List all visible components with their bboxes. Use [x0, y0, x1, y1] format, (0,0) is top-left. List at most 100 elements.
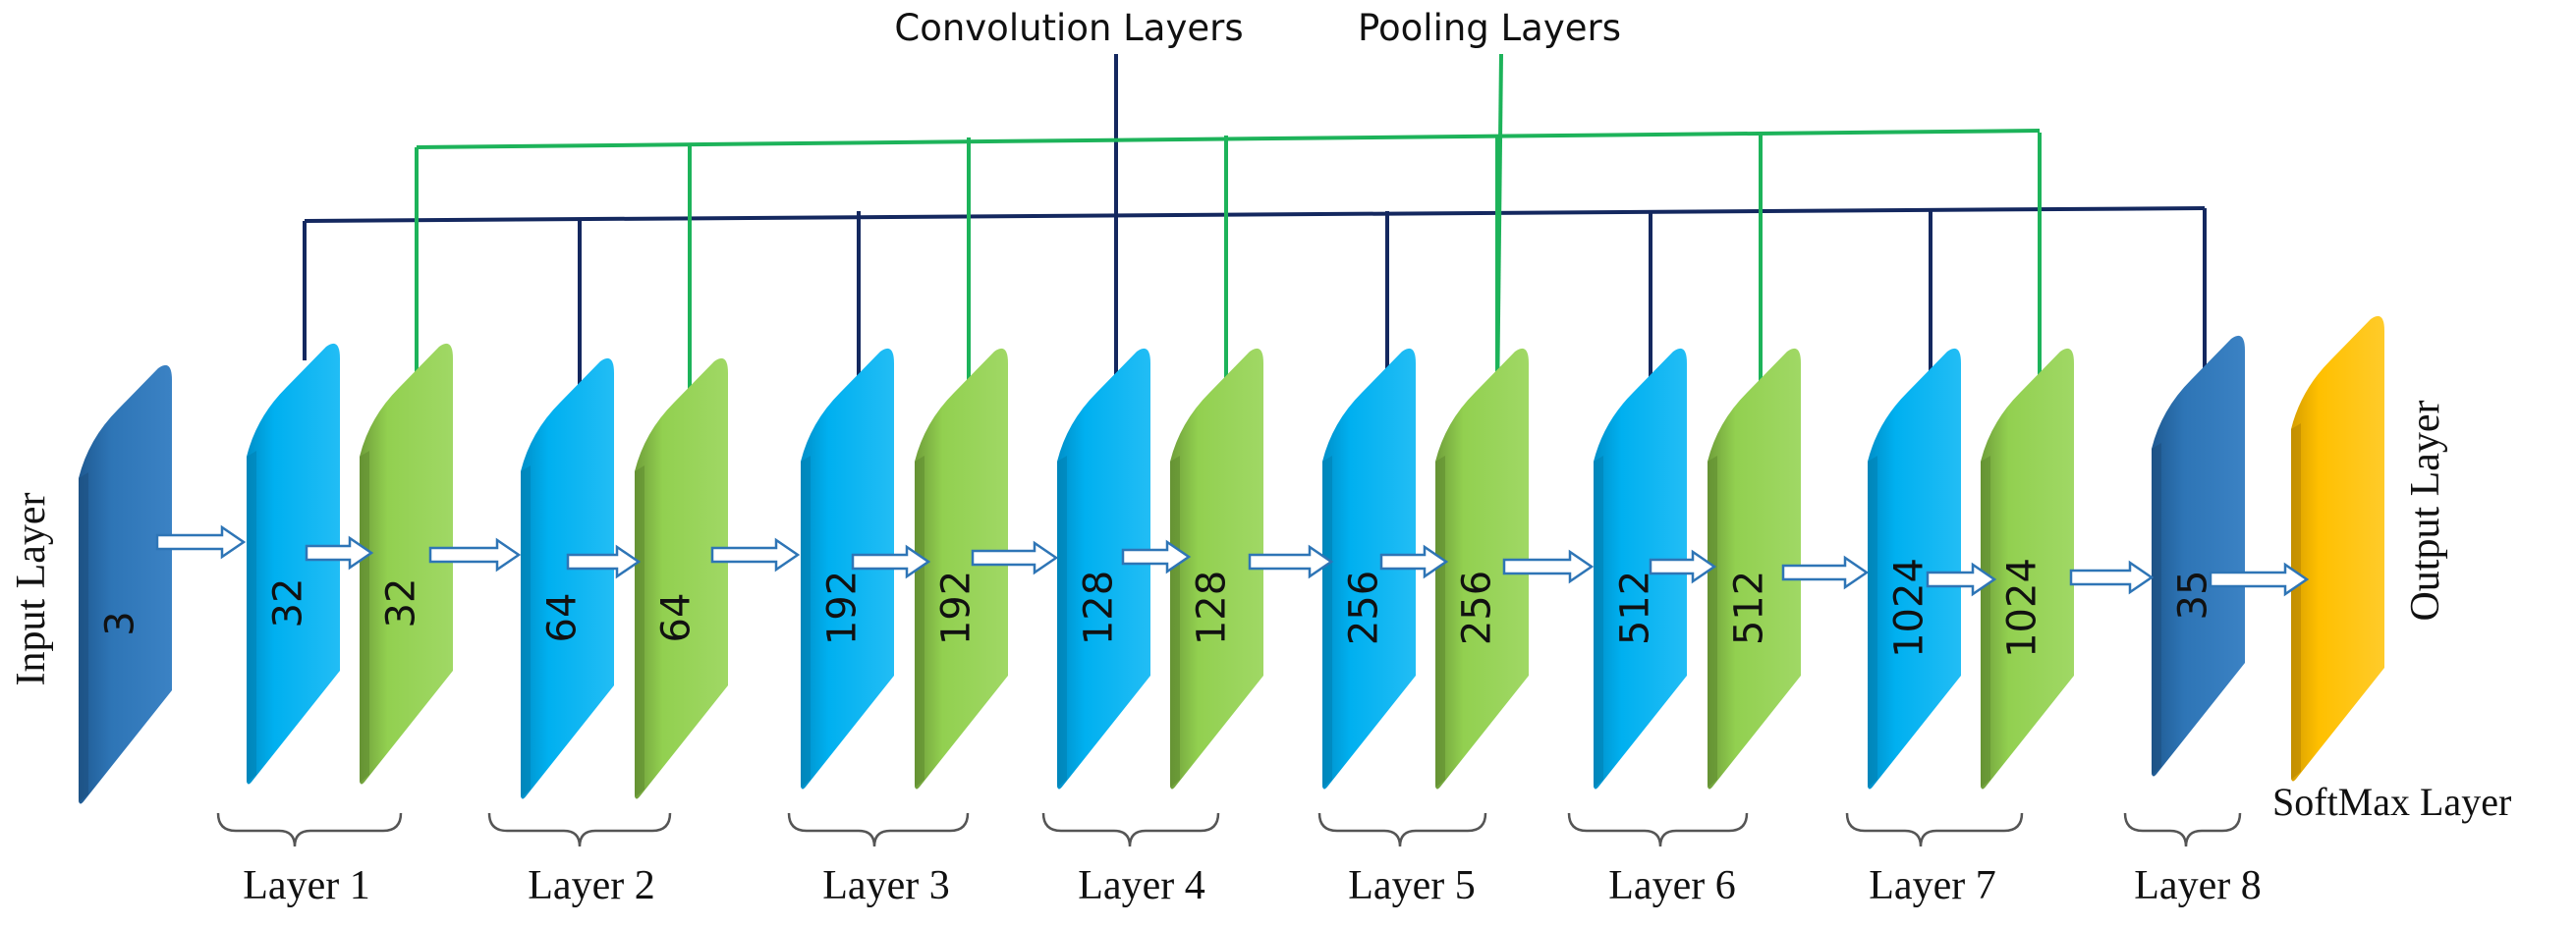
panel-pool7-face [1981, 348, 2074, 790]
panel-conv4-edge [1057, 456, 1067, 788]
layer-group-3: Layer 3 [787, 812, 970, 908]
layer-group-2: Layer 2 [487, 812, 672, 908]
conv-bus-line [304, 206, 2206, 223]
panel-conv3-face [801, 348, 894, 790]
brace [1845, 812, 2024, 847]
flow-arrow [1379, 544, 1449, 579]
layer-group-8: Layer 8 [2123, 812, 2262, 908]
flow-arrow [305, 535, 374, 571]
convolution-layers-title: Convolution Layers [894, 7, 1243, 49]
layer-panels: 3 32 32 64 64 192 192 128 128 256 256 512 512 1024 102… [79, 315, 2384, 804]
brace [787, 812, 970, 847]
panel-pool7: 1024 [1981, 348, 2074, 790]
flow-arrow [155, 524, 247, 560]
panel-pool1-value: 32 [379, 578, 424, 628]
panel-conv1: 32 [247, 343, 340, 785]
panel-conv3-value: 192 [820, 571, 866, 645]
layer-label-5: Layer 5 [1348, 863, 1475, 908]
layer-label-8: Layer 8 [2134, 863, 2261, 908]
panel-pool2: 64 [635, 357, 728, 799]
layer-braces: Layer 1 Layer 2 Layer 3 Layer 4 Layer 5 Layer… [216, 812, 2262, 908]
panel-pool3-value: 192 [934, 571, 980, 645]
panel-conv2: 64 [521, 357, 614, 799]
panel-conv6: 512 [1594, 348, 1687, 790]
panel-pool3-edge [915, 456, 924, 788]
panel-output-edge [2291, 423, 2301, 780]
panel-layer8-face [2152, 335, 2245, 777]
brace [487, 812, 672, 847]
panel-conv3-edge [801, 456, 811, 788]
flow-arrow [710, 537, 801, 573]
panel-conv7-edge [1868, 456, 1877, 788]
brace [1041, 812, 1220, 847]
panel-input: 3 [79, 364, 172, 804]
panel-conv6-edge [1594, 456, 1603, 788]
panel-pool2-edge [635, 465, 644, 797]
layer-group-6: Layer 6 [1567, 812, 1749, 908]
panel-pool6: 512 [1708, 348, 1801, 790]
panel-conv7-face [1868, 348, 1961, 790]
panel-conv6-value: 512 [1613, 571, 1658, 645]
flow-arrow [2069, 560, 2155, 595]
panel-conv4: 128 [1057, 348, 1150, 790]
flow-arrow [1248, 544, 1334, 579]
panel-pool5-value: 256 [1455, 571, 1500, 645]
panel-pool1: 32 [360, 343, 453, 785]
panel-conv5-face [1322, 348, 1416, 790]
panel-layer8-value: 35 [2171, 571, 2216, 621]
panel-input-face [79, 364, 172, 804]
flow-arrow [851, 544, 931, 579]
panel-conv4-value: 128 [1077, 571, 1122, 645]
panel-output-face [2291, 315, 2384, 782]
panel-pool4-edge [1170, 456, 1180, 788]
panel-conv5-edge [1322, 456, 1332, 788]
panel-pool2-face [635, 357, 728, 799]
panel-conv5: 256 [1322, 348, 1416, 790]
panel-conv3: 192 [801, 348, 894, 790]
panel-input-edge [79, 472, 88, 802]
layer-group-5: Layer 5 [1317, 812, 1487, 908]
layer-label-4: Layer 4 [1078, 863, 1204, 908]
layer-group-4: Layer 4 [1041, 812, 1220, 908]
panel-pool1-edge [360, 451, 369, 783]
panel-input-value: 3 [98, 611, 143, 635]
panel-layer8: 35 [2152, 335, 2245, 777]
brace [216, 812, 403, 847]
layer-label-3: Layer 3 [822, 863, 949, 908]
panel-pool3: 192 [915, 348, 1008, 790]
flow-arrow [1502, 549, 1595, 584]
panel-conv7-value: 1024 [1887, 558, 1932, 658]
panel-conv2-value: 64 [540, 593, 586, 643]
panel-pool7-value: 1024 [2000, 558, 2045, 658]
layer-group-1: Layer 1 [216, 812, 403, 908]
flow-arrow [1121, 539, 1192, 574]
panel-pool6-edge [1708, 456, 1717, 788]
brace [1317, 812, 1487, 847]
panel-conv1-value: 32 [266, 578, 311, 628]
panel-conv1-edge [247, 451, 256, 783]
panel-pool4-value: 128 [1190, 571, 1235, 645]
panel-pool1-face [360, 343, 453, 785]
panel-conv2-edge [521, 465, 531, 797]
panel-conv6-face [1594, 348, 1687, 790]
panel-pool2-value: 64 [654, 593, 700, 643]
brace [2123, 812, 2242, 847]
flow-arrow [2209, 562, 2310, 597]
panel-pool6-value: 512 [1727, 571, 1772, 645]
softmax-layer-label: SoftMax Layer [2272, 780, 2511, 824]
panel-pool5-edge [1435, 456, 1445, 788]
panel-conv1-face [247, 343, 340, 785]
panel-pool7-edge [1981, 456, 1990, 788]
panel-pool4: 128 [1170, 348, 1263, 790]
layer-label-1: Layer 1 [243, 863, 369, 908]
flow-arrow [971, 540, 1059, 575]
layer-group-7: Layer 7 [1845, 812, 2024, 908]
panel-pool4-face [1170, 348, 1263, 790]
input-layer-label: Input Layer [9, 492, 54, 685]
flow-arrow [428, 537, 522, 573]
panel-pool5-face [1435, 348, 1529, 790]
panel-conv2-face [521, 357, 614, 799]
panel-conv5-value: 256 [1342, 571, 1387, 645]
layer-label-7: Layer 7 [1869, 863, 1995, 908]
